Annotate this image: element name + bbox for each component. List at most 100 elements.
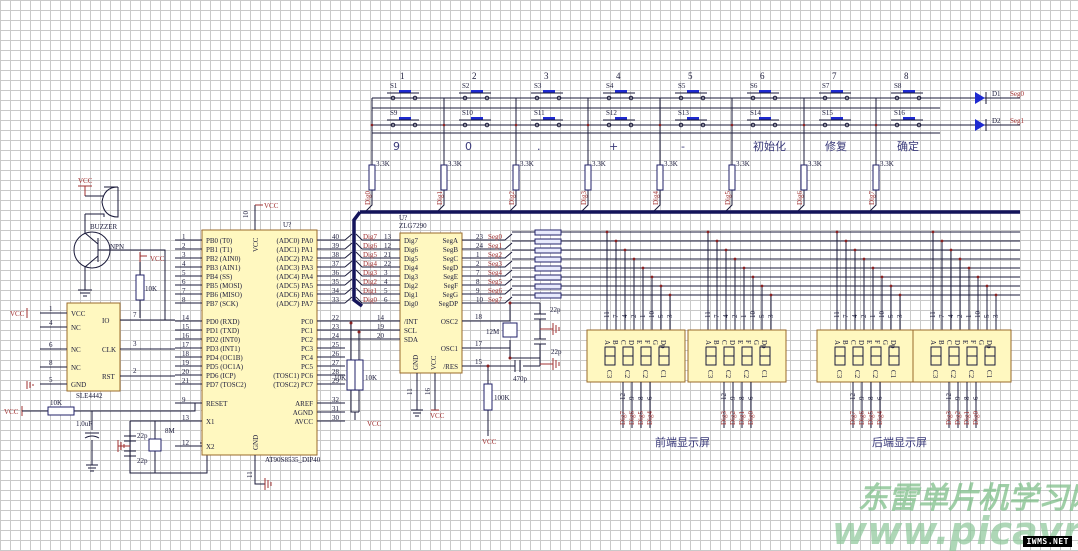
zlg-dig-net: Dig0 [363,296,378,304]
rear-display-title: 后端显示屏 [872,436,927,449]
resistor-10k-reset [47,406,75,416]
resistor-label: 3.3K [592,160,606,168]
push-button-icon[interactable] [903,117,915,120]
zlg-left-pin-name: Dig6 [404,246,419,254]
segment-resistor [534,229,562,236]
mcu-pin-num: 5 [182,269,186,277]
zlg-right-pin-name: SegDP [439,300,459,308]
zlg-gnd-pin: 11 [406,388,414,395]
diode-name: D1 [992,90,1001,98]
display-seg-label: D [857,340,865,345]
push-button-icon[interactable] [543,90,555,93]
mcu-pin-name: PB0 (T0) [206,237,233,245]
push-button-icon[interactable] [471,90,483,93]
mcu-pin-num: 3 [182,251,186,259]
zlg-dig-net: Dig4 [363,260,378,268]
dig-net-label: Dig2 [508,191,516,206]
switch-label: S3 [534,82,542,90]
key-function-label: 确定 [897,139,919,153]
push-button-icon[interactable] [831,90,843,93]
dig-net-label: Dig4 [652,191,660,206]
zlg-left-pin-name: Dig2 [404,282,419,290]
display-dig-net: Dig5 [867,411,875,426]
mcu-vcc-label: VCC [252,237,260,252]
push-button-icon[interactable] [399,117,411,120]
display-pin-num: 7 [938,314,946,318]
display-dig-net: Dig4 [646,411,654,426]
display-seg-label: Dp [760,340,768,349]
front-display-title: 前端显示屏 [655,435,710,449]
display-pin-num: 1 [740,314,748,318]
display-pin-num: 10 [648,311,656,319]
display-pin-num: 5 [758,314,766,318]
resistor-3k3 [656,164,664,191]
display-seg-label: Dp [985,340,993,349]
mcu-pin-num: 1 [182,233,186,241]
zlg-ctrl-name: OSC1 [441,345,459,353]
push-button-icon[interactable] [471,117,483,120]
display-seg-label: C [849,340,857,345]
dig-net-label: Dig0 [364,191,372,206]
push-button-icon[interactable] [543,117,555,120]
display-pin-num: 4 [947,314,955,318]
display-seg-label: Dp [659,340,667,349]
push-button-icon[interactable] [615,90,627,93]
mcu-pin-name: PB2 (AIN0) [206,255,241,263]
mcu-pin-num: 23 [332,323,340,331]
zlg-ctrl-pin: 18 [475,313,483,321]
mcu-pin-name: RESET [206,400,228,408]
display-com-pin: 12 [945,393,953,401]
mcu-pin-name: (ADC4) PA4 [277,273,314,281]
display-seg-label: G [977,340,985,345]
display-com-label: C3 [706,370,714,379]
display-dig-net: Dig4 [876,411,884,426]
display-com-pin: 8 [867,396,875,400]
zlg-right-pin-name: SegA [442,237,458,245]
buzzer-vcc-label: VCC [78,177,93,185]
diode-net: Seg1 [1010,117,1025,125]
push-button-icon[interactable] [759,117,771,120]
dig-net-label: Dig6 [796,191,804,206]
zlg-ctrl-pin: 14 [377,314,385,322]
resistor-label: 3.3K [880,160,894,168]
push-button-icon[interactable] [903,90,915,93]
zlg-seg-pin: 2 [476,260,480,268]
push-button-icon[interactable] [759,90,771,93]
display-dig-net: Dig3 [720,411,728,426]
display-dig-net: Dig0 [972,411,980,426]
display-pin-num: 1 [965,314,973,318]
push-button-icon[interactable] [687,90,699,93]
mcu-chip: U? AT90S8535_DIP40 VCC 10 VCC GND 11 [201,202,321,490]
display-com-pin: 9 [858,396,866,400]
push-button-icon[interactable] [831,117,843,120]
display-pin-num: 1 [639,314,647,318]
sle-pin-num: 7 [133,311,137,319]
reset-cap-label: 1.0uF [76,420,92,428]
segment-resistor [534,238,562,245]
display-pin-num: 10 [878,311,886,319]
mcu-pin-name: AVCC [294,418,313,426]
zlg-seg-net: Seg4 [488,269,503,277]
resistor-3k3 [800,164,808,191]
zlg-dig-net: Dig2 [363,278,378,286]
display-seg-label: A [929,340,937,345]
resistor-10k-scl [346,359,356,391]
push-button-icon[interactable] [687,117,699,120]
mcu-pin-num: 37 [332,260,340,268]
display-dig-net: Dig7 [849,411,857,426]
zlg-part: ZLG7290 [399,222,427,230]
sle-pin-num: 5 [49,376,53,384]
push-button-icon[interactable] [399,90,411,93]
display-pin-num: 11 [833,311,841,318]
sle-vcc-net: VCC [10,310,25,318]
display-pin-num: 11 [603,311,611,318]
display-seg-label: G [752,340,760,345]
ground-icon [78,289,92,297]
npn-label: NPN [110,243,124,251]
diode-icon [975,119,985,131]
zlg-right-pin-name: SegF [444,282,459,290]
display-com-pin: 12 [849,393,857,401]
push-button-icon[interactable] [615,117,627,120]
